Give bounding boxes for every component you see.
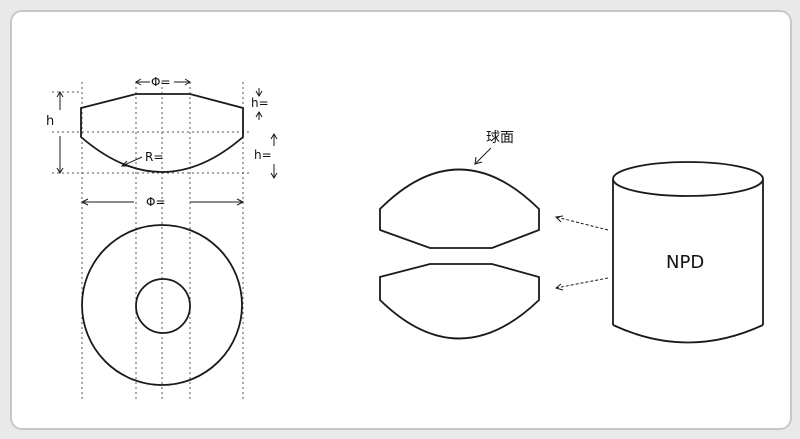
arrowhead [270,133,278,140]
phi-ring-label: Φ= [150,296,170,310]
lens-lower-half [379,263,540,340]
npd-cylinder [612,161,764,344]
cylinder-bottom [612,324,764,344]
arrowhead [474,156,483,165]
h-small-label: h= [251,96,269,110]
arrowhead [255,90,263,97]
arrowhead [554,283,564,291]
lens-outer-circle [81,224,243,386]
r-leader [121,156,143,167]
dimension-arrows [56,78,278,206]
r-label: R= [145,150,163,164]
lens-inner-circle [135,278,191,334]
arrowhead [56,91,64,98]
arrowhead [270,172,278,179]
cylinder-top [612,161,764,197]
arrowhead [80,198,89,206]
lens-diagram: Φ= h h= h= R= Φ= Φ= 球面 NPD [46,75,764,400]
spherical-leader-line [474,147,492,165]
arrowhead [236,198,245,206]
lens-side-profile [80,93,244,173]
spherical-surface-label: 球面 [486,130,514,146]
diagram-frame: Φ= h h= h= R= Φ= Φ= 球面 NPD [10,10,792,430]
arrowhead [554,215,564,223]
flow-arrows [555,216,609,289]
arrowhead [56,167,64,174]
spherical-leader [474,147,492,165]
guide-lines [52,82,252,400]
arrowhead [120,160,129,167]
arrow-to-lower-half [555,277,609,289]
arrowhead [184,78,191,86]
phi-mid-label: Φ= [146,195,166,209]
npd-label: NPD [666,252,704,273]
arrowhead [135,78,142,86]
flow-arrowheads [554,215,564,291]
phi-top-label: Φ= [151,75,171,89]
h-big-label: h= [254,148,272,162]
arrowhead [255,111,263,118]
arrow-to-upper-half [555,216,609,231]
h-left-label: h [46,114,54,129]
lens-upper-half [379,168,540,249]
